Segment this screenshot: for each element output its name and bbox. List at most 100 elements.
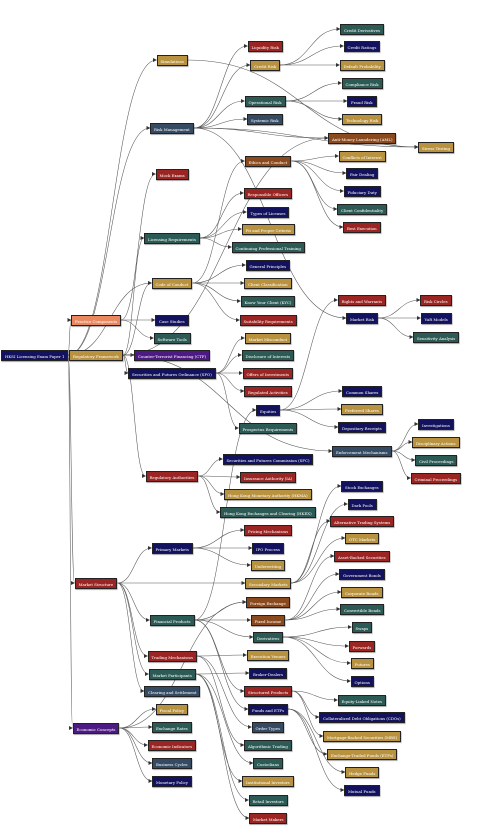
- node-cpt[interactable]: Continuing Professional Training: [231, 241, 305, 253]
- node-default-prob[interactable]: Default Probability: [339, 59, 385, 71]
- node-root[interactable]: HKSI Licensing Exam Paper 1: [1, 349, 69, 361]
- node-risk-circle[interactable]: Risk Circles: [420, 294, 452, 306]
- node-execution-venues[interactable]: Execution Venues: [246, 649, 290, 661]
- node-prospectus[interactable]: Prospectus Requirements: [238, 422, 298, 434]
- node-etf[interactable]: Exchange-Traded Funds (ETFs): [327, 748, 398, 760]
- node-kyc[interactable]: Know Your Client (KYC): [240, 295, 296, 307]
- node-forex[interactable]: Foreign Exchange: [246, 596, 290, 608]
- node-otc[interactable]: OTC Markets: [345, 532, 380, 544]
- node-aml[interactable]: Anti-Money Laundering (AML): [328, 132, 397, 144]
- node-secondary-markets[interactable]: Secondary Markets: [245, 577, 292, 589]
- node-general-principles[interactable]: General Principles: [245, 259, 291, 271]
- node-reg-framework[interactable]: Regulatory Framework: [69, 349, 123, 361]
- node-business-cycles[interactable]: Business Cycles: [152, 757, 192, 769]
- node-regulated-activities[interactable]: Regulated Activities: [244, 385, 292, 397]
- node-market-structure[interactable]: Market Structure: [74, 577, 118, 589]
- node-simulations[interactable]: Simulations: [156, 54, 188, 66]
- node-futures[interactable]: Futures: [350, 657, 374, 669]
- node-preferred-shares[interactable]: Preferred Shares: [341, 403, 383, 415]
- node-mock-exams[interactable]: Mock Exams: [155, 168, 189, 180]
- node-market-participants[interactable]: Market Participants: [148, 668, 196, 680]
- node-sfc[interactable]: Securities and Futures Commission (SFC): [222, 453, 314, 465]
- node-ia[interactable]: Insurance Authority (IA): [240, 471, 297, 483]
- node-corporate-bonds[interactable]: Corporate Bonds: [341, 586, 383, 598]
- node-market-makers[interactable]: Market Makers: [249, 812, 288, 824]
- node-types-licenses[interactable]: Types of Licenses: [246, 206, 290, 218]
- node-algo-trading[interactable]: Algorithmic Trading: [244, 739, 292, 751]
- node-systemic-risk[interactable]: Systemic Risk: [247, 113, 283, 125]
- node-disclosure-interests[interactable]: Disclosure of Interests: [241, 349, 295, 361]
- node-cdo[interactable]: Collateralized Debt Obligations (CDOs): [319, 711, 405, 723]
- node-exchange-rates[interactable]: Exchange Rates: [152, 721, 192, 733]
- node-derivatives[interactable]: Derivatives: [253, 631, 284, 643]
- node-fair-dealing[interactable]: Fair Dealing: [346, 167, 379, 179]
- node-disciplinary[interactable]: Disciplinary Actions: [412, 436, 460, 448]
- node-operational-risk[interactable]: Operational Risk: [244, 95, 286, 107]
- node-investigations[interactable]: Investigations: [418, 418, 454, 430]
- node-clearing[interactable]: Clearing and Settlement: [144, 685, 201, 697]
- node-enforcement[interactable]: Enforcement Mechanisms: [332, 445, 392, 457]
- node-hedge-funds[interactable]: Hedge Funds: [345, 766, 380, 778]
- node-fixed-income[interactable]: Fixed Income: [250, 614, 286, 626]
- node-underwriting[interactable]: Underwriting: [250, 559, 286, 571]
- node-sfo[interactable]: Securities and Futures Ordinance (SFO): [128, 367, 216, 379]
- node-common-shares[interactable]: Common Shares: [342, 385, 383, 397]
- node-risk-mgmt[interactable]: Risk Management: [150, 122, 194, 134]
- node-equities[interactable]: Equities: [256, 404, 281, 416]
- node-funds-etfs[interactable]: Funds and ETFs: [248, 703, 289, 715]
- node-fiscal[interactable]: Fiscal Policy: [155, 703, 189, 715]
- node-conflicts[interactable]: Conflicts of Interest: [338, 150, 386, 162]
- node-economic-indicators[interactable]: Economic Indicators: [147, 739, 197, 751]
- node-ethics[interactable]: Ethics and Conduct: [244, 155, 292, 167]
- node-reg-authorities[interactable]: Regulatory Authorities: [145, 470, 199, 482]
- node-broker-dealers[interactable]: Broker-Dealers: [249, 667, 288, 679]
- node-order-types[interactable]: Order Types: [251, 721, 285, 733]
- node-suitability[interactable]: Suitability Requirements: [239, 314, 297, 326]
- node-retail[interactable]: Retail Investors: [248, 794, 288, 806]
- node-criminal[interactable]: Criminal Proceedings: [410, 472, 462, 484]
- node-options[interactable]: Options: [350, 675, 374, 687]
- node-govt-bonds[interactable]: Government Bonds: [339, 568, 385, 580]
- node-market-risk[interactable]: Market Risk: [346, 312, 379, 324]
- node-forwards[interactable]: Forwards: [348, 640, 376, 652]
- node-code-conduct[interactable]: Code of Conduct: [151, 277, 193, 289]
- node-hkex[interactable]: Hong Kong Exchanges and Clearing (HKEX): [220, 506, 316, 518]
- node-compliance-risk[interactable]: Compliance Risk: [341, 77, 383, 89]
- node-fraud-risk[interactable]: Fraud Risk: [347, 95, 377, 107]
- node-economic-concepts[interactable]: Economic Concepts: [72, 722, 120, 734]
- node-custodians[interactable]: Custodians: [253, 757, 283, 769]
- node-client-class[interactable]: Client Classification: [244, 277, 292, 289]
- node-hkma[interactable]: Hong Kong Monetary Authority (HKMA): [224, 488, 312, 500]
- node-credit-ratings[interactable]: Credit Ratings: [343, 40, 381, 52]
- node-practice-comp[interactable]: Practice Components: [71, 314, 122, 326]
- node-ats[interactable]: Alternative Trading Systems: [330, 515, 395, 527]
- node-licensing-req[interactable]: Licensing Requirements: [144, 232, 200, 244]
- node-trading-mech[interactable]: Trading Mechanisms: [147, 650, 197, 662]
- node-market-misconduct[interactable]: Market Misconduct: [244, 332, 292, 344]
- node-ipo[interactable]: IPO Process: [252, 542, 284, 554]
- node-client-conf[interactable]: Client Confidentiality: [337, 203, 388, 215]
- node-offers-investments[interactable]: Offers of Investments: [242, 367, 294, 379]
- node-institutional[interactable]: Institutional Investors: [242, 775, 294, 787]
- node-swaps[interactable]: Swaps: [351, 621, 373, 633]
- node-financial-products[interactable]: Financial Products: [149, 614, 195, 626]
- node-sensitivity[interactable]: Sensitivity Analysis: [413, 331, 460, 343]
- node-software-tools[interactable]: Software Tools: [153, 332, 191, 344]
- node-credit-risk[interactable]: Credit Risk: [250, 59, 281, 71]
- node-civil-proceedings[interactable]: Civil Proceedings: [415, 454, 458, 466]
- node-monetary[interactable]: Monetary Policy: [152, 775, 192, 787]
- node-structured[interactable]: Structured Products: [244, 685, 293, 697]
- node-var[interactable]: VaR Models: [420, 312, 452, 324]
- node-fiduciary[interactable]: Fiduciary Duty: [343, 185, 381, 197]
- node-convertible[interactable]: Convertible Bonds: [340, 603, 385, 615]
- node-technology-risk[interactable]: Technology Risk: [342, 113, 383, 125]
- node-stress-testing[interactable]: Stress Testing: [418, 141, 455, 153]
- node-responsible-officers[interactable]: Responsible Officers: [243, 187, 293, 199]
- node-pricing[interactable]: Pricing Mechanisms: [244, 524, 293, 536]
- node-mbs[interactable]: Mortgage-Backed Securities (MBS): [323, 730, 402, 742]
- node-ctf[interactable]: Counter-Terrorist Financing (CTF): [134, 349, 211, 361]
- node-credit-derivatives[interactable]: Credit Derivatives: [340, 23, 385, 35]
- node-abs[interactable]: Asset-Backed Securities: [334, 550, 390, 562]
- node-liquidity-risk[interactable]: Liquidity Risk: [247, 40, 283, 52]
- node-mutual-funds[interactable]: Mutual Funds: [344, 784, 380, 796]
